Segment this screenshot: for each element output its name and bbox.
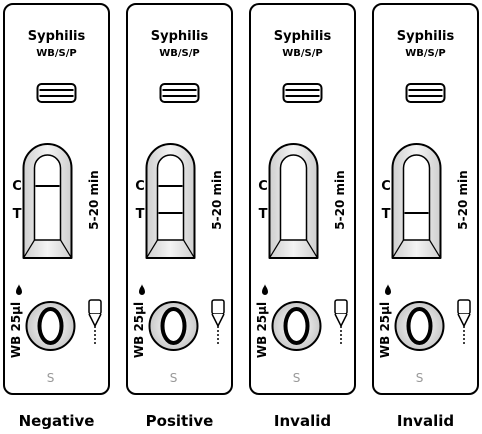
sample-volume-label: WB 25µl	[132, 302, 146, 358]
test-strip	[35, 155, 61, 240]
cassette-subtitle: WB/S/P	[36, 48, 77, 59]
sample-well-opening	[286, 309, 308, 343]
result-caption: Invalid	[397, 412, 454, 430]
time-label: 5-20 min	[333, 170, 347, 229]
test-label: T	[136, 207, 145, 222]
cassette-subtitle: WB/S/P	[159, 48, 200, 59]
sample-volume-label: WB 25µl	[9, 302, 23, 358]
test-label: T	[259, 207, 268, 222]
sample-well-opening	[409, 309, 431, 343]
well-letter: S	[416, 371, 424, 385]
time-label: 5-20 min	[456, 170, 470, 229]
time-label: 5-20 min	[87, 170, 101, 229]
control-label: C	[12, 179, 22, 194]
control-label: C	[381, 179, 391, 194]
cassette-subtitle: WB/S/P	[282, 48, 323, 59]
test-strip	[158, 155, 184, 240]
well-letter: S	[170, 371, 178, 385]
well-letter: S	[47, 371, 55, 385]
sample-well-opening	[163, 309, 185, 343]
dropper-bulb	[89, 300, 101, 314]
result-caption: Negative	[19, 412, 95, 430]
sample-volume-label: WB 25µl	[378, 302, 392, 358]
sample-volume-label: WB 25µl	[255, 302, 269, 358]
time-label: 5-20 min	[210, 170, 224, 229]
cassette-title: Syphilis	[151, 29, 209, 44]
well-letter: S	[293, 371, 301, 385]
test-strip	[404, 155, 430, 240]
control-label: C	[258, 179, 268, 194]
test-label: T	[382, 207, 391, 222]
dropper-bulb	[458, 300, 470, 314]
result-caption: Invalid	[274, 412, 331, 430]
control-label: C	[135, 179, 145, 194]
cassette-title: Syphilis	[397, 29, 455, 44]
dropper-bulb	[335, 300, 347, 314]
sample-well-opening	[40, 309, 62, 343]
grip-ridges-icon	[284, 84, 322, 102]
cassette-title: Syphilis	[274, 29, 332, 44]
grip-ridges-icon	[38, 84, 76, 102]
test-label: T	[13, 207, 22, 222]
dropper-bulb	[212, 300, 224, 314]
grip-ridges-icon	[161, 84, 199, 102]
test-strip	[281, 155, 307, 240]
cassette-title: Syphilis	[28, 29, 86, 44]
cassette-subtitle: WB/S/P	[405, 48, 446, 59]
result-caption: Positive	[146, 412, 214, 430]
grip-ridges-icon	[407, 84, 445, 102]
